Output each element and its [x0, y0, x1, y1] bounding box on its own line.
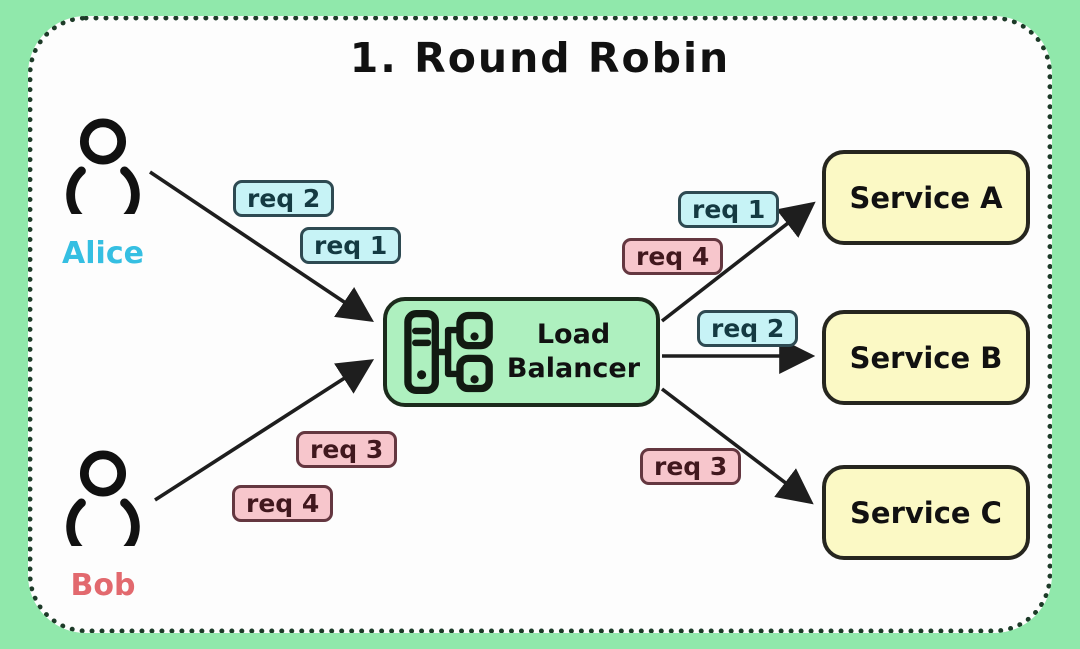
user-alice-label: Alice: [62, 236, 144, 271]
service-c-label: Service C: [850, 495, 1002, 530]
user-bob: Bob: [53, 448, 153, 603]
req-label-outgoing-req2: req 2: [697, 310, 799, 347]
load-balancer-label: Load Balancer: [505, 318, 642, 386]
req-label-outgoing-req3: req 3: [640, 448, 742, 485]
user-bob-label: Bob: [70, 568, 136, 603]
service-b-label: Service B: [849, 340, 1003, 375]
service-a-label: Service A: [849, 180, 1003, 215]
req-label-outgoing-req1: req 1: [678, 191, 780, 228]
diagram-title: 1. Round Robin: [349, 34, 731, 82]
load-balancer-box: Load Balancer: [383, 297, 660, 407]
req-label-incoming-req4: req 4: [232, 485, 334, 522]
req-label-incoming-req3: req 3: [296, 431, 398, 468]
person-icon: [66, 450, 140, 546]
person-icon: [66, 118, 140, 214]
user-alice: Alice: [53, 116, 153, 271]
req-label-incoming-req2: req 2: [233, 180, 335, 217]
req-label-outgoing-req4: req 4: [622, 238, 724, 275]
service-c-box: Service C: [822, 465, 1030, 560]
load-balancer-label-line2: Balancer: [506, 353, 641, 384]
service-a-box: Service A: [822, 150, 1030, 245]
server-network-icon: [404, 310, 493, 394]
load-balancer-label-line1: Load: [536, 319, 611, 351]
service-b-box: Service B: [822, 310, 1030, 405]
req-label-incoming-req1: req 1: [300, 227, 402, 264]
